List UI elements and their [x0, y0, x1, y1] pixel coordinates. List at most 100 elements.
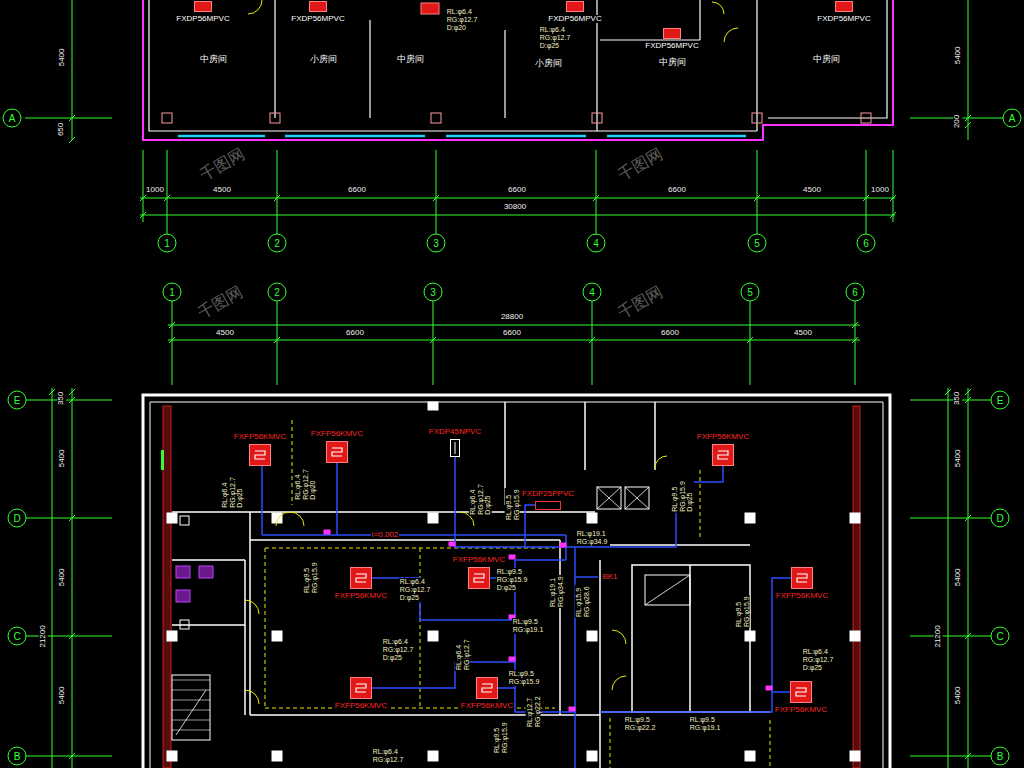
axis-label: A [8, 113, 17, 124]
ceiling-line [770, 720, 771, 768]
unit-symbol [566, 1, 584, 12]
unit-model: FXFP56KMVC [775, 592, 829, 600]
column [167, 631, 177, 641]
partition-wall [274, 0, 275, 118]
door-swing [276, 512, 290, 526]
unit-symbol [350, 677, 372, 699]
indoor-unit: FXDP56MPVC [290, 1, 345, 23]
dimension-line [168, 340, 860, 341]
unit-symbol [194, 1, 212, 12]
room-name: 小房间 [309, 55, 338, 65]
door-mark [161, 450, 164, 470]
dimension-line [140, 215, 895, 216]
axis-label: B [996, 751, 1005, 762]
pipe-size-note: RL:φ9.5 RG:φ19.1 [512, 618, 545, 633]
pipe-size-note: RL:φ6.4 RG:φ12.7 D:φ20 [293, 469, 316, 502]
column [850, 513, 860, 523]
pipe-size-note: RL:φ6.4 RG:φ12.7 D:φ25 [399, 578, 432, 601]
axis-bubble [991, 509, 1009, 527]
refrigerant-pipe [372, 578, 515, 620]
partition-wall [369, 20, 370, 118]
dimension-text: 5400 [58, 448, 67, 468]
watermark: 千图网 [196, 145, 248, 185]
door-swing [290, 512, 304, 526]
axis-line [26, 756, 112, 757]
branch-joint [560, 543, 566, 547]
partition-wall [600, 39, 700, 40]
dimension-text: 650 [58, 121, 67, 136]
axis-label: 5 [753, 238, 761, 249]
dimension-line [140, 198, 895, 199]
pipe-size-note: RL:φ6.4 RG:φ12.7 D:φ25 [468, 484, 491, 517]
dimension-tick [593, 195, 599, 201]
unit-mark-line [255, 451, 265, 459]
unit-mark [792, 568, 812, 588]
duct-shaft [597, 487, 621, 509]
column [167, 751, 177, 761]
extension-line [277, 301, 278, 385]
axis-bubble [991, 391, 1009, 409]
unit-mark [713, 445, 733, 465]
dimension-text: 5400 [954, 45, 963, 65]
branch-joint [324, 530, 330, 534]
interior-wall [599, 560, 601, 768]
dimension-text: 30800 [503, 203, 527, 212]
unit-symbol [835, 1, 853, 12]
indoor-unit: FXFP56KMVC [233, 433, 287, 466]
unit-mark-line [356, 684, 366, 692]
stair [172, 675, 210, 740]
toilet-fixture [199, 566, 213, 578]
dimension-text: 6600 [667, 186, 687, 195]
unit-symbol [663, 28, 681, 39]
pipe-size-note: RL:φ9.5 RG:φ19.1 [689, 716, 722, 731]
column [587, 631, 597, 641]
dimension-tick [69, 753, 75, 759]
pipe-size-note: RL:φ19.1 RG:φ34.9 [576, 530, 609, 545]
interior-wall [249, 512, 251, 715]
extension-line [866, 150, 867, 234]
unit-mark [351, 568, 371, 588]
unit-model: FXDP25PPVC [521, 490, 575, 498]
axis-bubble [3, 109, 21, 127]
pipe-size-note: RL:φ9.5 RG:φ22.2 [624, 716, 657, 731]
column [752, 113, 762, 123]
column [272, 751, 282, 761]
building-outline [143, 0, 893, 140]
dimension-tick [164, 195, 170, 201]
indoor-unit: FXDP56MPVC [175, 1, 230, 23]
extension-line [172, 301, 173, 385]
dimension-tick [965, 515, 971, 521]
duct-shaft [625, 487, 649, 509]
door-swing [724, 28, 738, 42]
note-text: i=0.002 [371, 531, 399, 540]
axis-bubble [8, 391, 26, 409]
pipe-size-note: RL:φ9.5 RG:φ15.9 [492, 722, 507, 755]
toilet-fixture [176, 590, 190, 602]
pipe-size-note: RL:φ19.1 RG:φ34.9 [548, 576, 563, 609]
axis-label: 3 [432, 238, 440, 249]
pipe-size-note: RL:φ6.4 RG:φ12.7 D:φ25 [539, 26, 572, 49]
refrigerant-pipe [525, 505, 536, 547]
axis-label: 2 [273, 238, 281, 249]
extension-line [596, 150, 597, 234]
stair-tread [172, 720, 210, 721]
pipe-size-note: RL:φ12.7 RG:φ22.2 [525, 696, 540, 729]
unit-model: FXFP56KMVC [233, 433, 287, 441]
column [428, 513, 438, 523]
unit-mark-line [482, 684, 492, 692]
dimension-tick [863, 195, 869, 201]
unit-symbol [249, 444, 271, 466]
unit-model: FXFP56KMVC [452, 556, 506, 564]
axis-bubble [158, 234, 176, 252]
indoor-unit: FXFP56KMVC [310, 430, 364, 463]
unit-model: FXDP56MPVC [175, 15, 230, 23]
pipe-size-note: RL:φ6.4 RG:φ12.7 D:φ20 [446, 8, 479, 31]
dimension-text: 6600 [345, 329, 365, 338]
interior-wall [172, 624, 245, 626]
axis-bubble [583, 283, 601, 301]
window [178, 135, 265, 138]
branch-joint [569, 707, 575, 711]
column [428, 631, 438, 641]
axis-label: 6 [851, 287, 859, 298]
